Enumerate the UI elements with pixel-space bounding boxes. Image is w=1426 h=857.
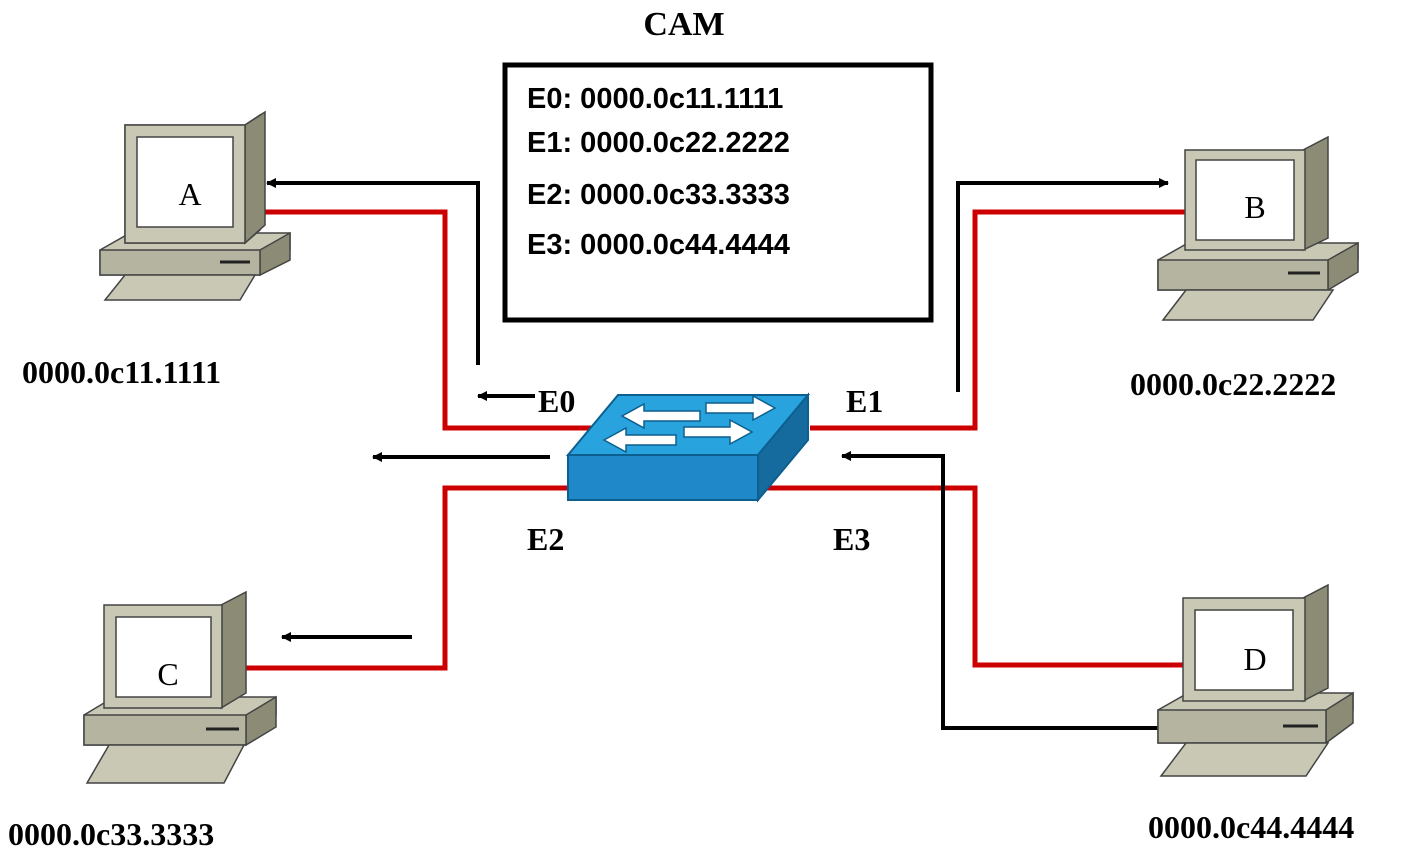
port-label-e0: E0 xyxy=(538,383,575,419)
switch-icon xyxy=(568,395,808,500)
computer-b-mac: 0000.0c22.2222 xyxy=(1130,366,1336,402)
port-label-e1: E1 xyxy=(846,383,883,419)
cam-entry-e0: E0: 0000.0c11.1111 xyxy=(527,83,783,115)
cable-d-e3 xyxy=(760,488,1185,665)
computer-a-mac: 0000.0c11.1111 xyxy=(22,354,221,390)
computer-d-label: D xyxy=(1243,641,1266,677)
computer-d-mac: 0000.0c44.4444 xyxy=(1148,809,1354,845)
computer-b-label: B xyxy=(1244,189,1265,225)
cam-entry-e2: E2: 0000.0c33.3333 xyxy=(527,179,790,211)
flow-arrow-from-d xyxy=(842,456,1160,728)
computer-c-icon xyxy=(84,592,276,783)
port-label-e2: E2 xyxy=(527,521,564,557)
cam-entry-e1: E1: 0000.0c22.2222 xyxy=(527,127,790,159)
port-label-e3: E3 xyxy=(833,521,870,557)
cable-c-e2 xyxy=(245,488,570,668)
cam-entry-e3: E3: 0000.0c44.4444 xyxy=(527,229,790,261)
cam-title: CAM xyxy=(643,6,724,43)
computer-d-icon xyxy=(1158,585,1353,776)
computer-b-icon xyxy=(1158,137,1358,320)
switch-front xyxy=(568,455,758,500)
computer-c-label: C xyxy=(157,656,178,692)
computer-a-label: A xyxy=(178,176,201,212)
computer-c-mac: 0000.0c33.3333 xyxy=(8,816,214,852)
